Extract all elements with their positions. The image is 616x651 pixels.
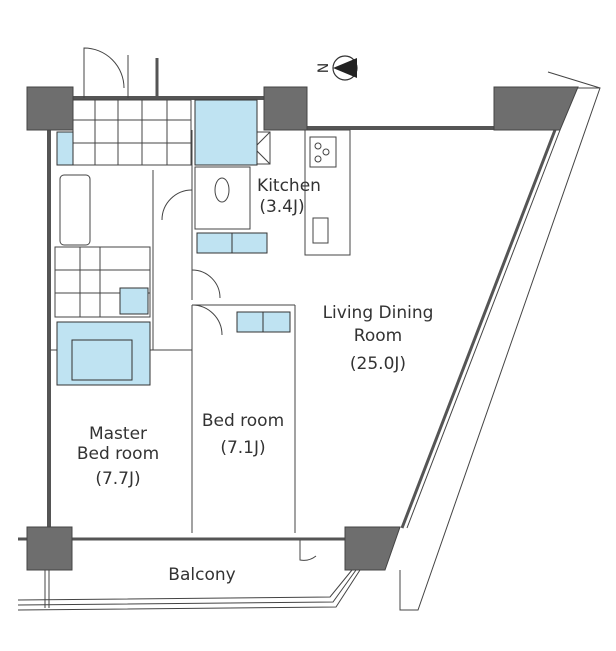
compass-label: N xyxy=(316,63,332,73)
living-size: (25.0J) xyxy=(350,354,406,374)
master-label-1: Master xyxy=(89,424,147,444)
living-label-1: Living Dining xyxy=(323,303,434,323)
bedroom-label: Bed room xyxy=(202,411,284,431)
master-label-2: Bed room xyxy=(77,444,159,464)
columns xyxy=(26,86,579,571)
master-size: (7.7J) xyxy=(95,469,140,489)
living-label-2: Room xyxy=(354,326,402,346)
fixtures xyxy=(56,99,291,386)
bedroom-size: (7.1J) xyxy=(220,438,265,458)
kitchen-size: (3.4J) xyxy=(259,197,304,217)
kitchen-label: Kitchen xyxy=(257,176,321,196)
compass-icon: N xyxy=(316,55,358,81)
balcony-label: Balcony xyxy=(168,565,235,585)
